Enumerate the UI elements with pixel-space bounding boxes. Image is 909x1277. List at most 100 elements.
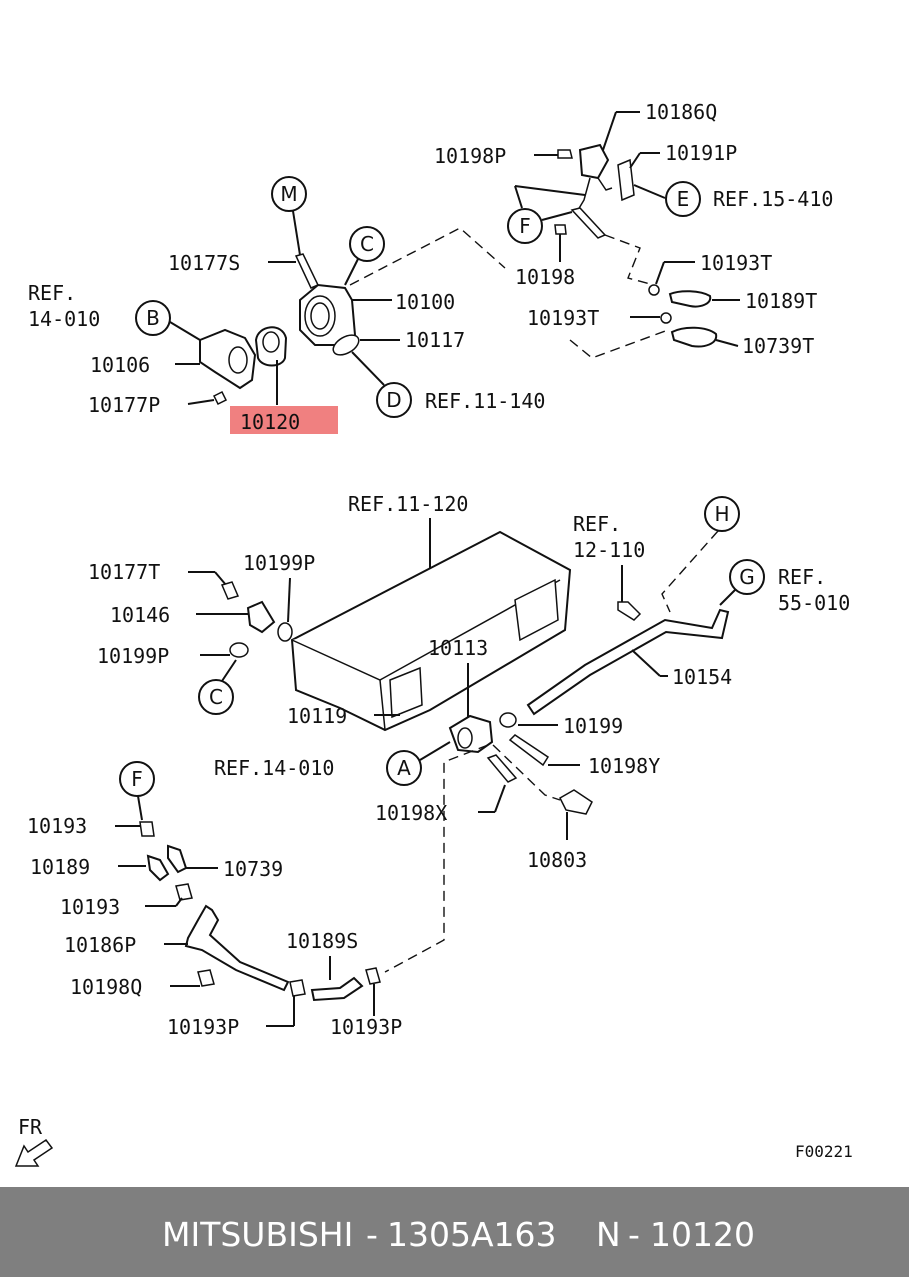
label-ref-12-110-a: REF. [573,512,621,536]
part-10739[interactable] [167,844,188,874]
part-10199[interactable] [499,712,517,728]
part-10199P-b[interactable] [229,642,249,658]
part-10193T-a[interactable] [648,284,660,296]
label-10739: 10739 [223,857,283,881]
part-10177S[interactable] [294,253,320,289]
part-10193P-a[interactable] [289,979,306,997]
part-10117[interactable] [330,331,362,359]
callout-F-bottom [119,761,155,797]
part-10189[interactable] [146,854,170,882]
part-10177T[interactable] [220,581,240,600]
part-10189S[interactable] [310,976,364,1002]
part-10146[interactable] [246,600,276,634]
svg-text:F: F [131,767,143,791]
label-10119: 10119 [287,704,347,728]
part-hose-top[interactable] [570,207,607,239]
footer-ref-prefix: N [596,1215,621,1254]
fr-indicator: FR [14,1115,54,1167]
part-10154[interactable] [526,608,730,716]
part-10739T[interactable] [670,326,718,348]
label-10106: 10106 [90,353,150,377]
callout-H [704,496,740,532]
label-10177P: 10177P [88,393,160,417]
part-10106[interactable] [199,328,257,390]
label-ref-14-010-top-b: 14-010 [28,307,100,331]
callout-G [729,559,765,595]
callout-E [665,181,701,217]
svg-text:A: A [397,756,411,780]
label-10177S: 10177S [168,251,240,275]
label-10146: 10146 [110,603,170,627]
part-10193-a[interactable] [139,821,155,837]
part-10198X[interactable] [486,754,518,783]
callout-D [376,382,412,418]
svg-text:B: B [146,306,160,330]
part-10186P[interactable] [184,904,290,992]
label-10199P-b: 10199P [97,644,169,668]
label-ref-11-140: REF.11-140 [425,389,545,413]
part-10191P[interactable] [617,158,635,202]
svg-text:H: H [714,502,729,526]
label-10177T: 10177T [88,560,160,584]
label-ref-15-410: REF.15-410 [713,187,833,211]
group-thermostat: M 10177S C 10100 10117 D REF.11-140 REF.… [28,176,545,434]
label-10154: 10154 [672,665,732,689]
footer-separator-1: - [366,1215,378,1254]
label-ref-12-110-b: 12-110 [573,538,645,562]
label-10193T-b: 10193T [527,306,599,330]
svg-text:D: D [386,388,401,412]
part-10198P[interactable] [557,149,573,159]
bolt-ref-12-110 [617,601,642,621]
callout-F-top [507,208,543,244]
label-10193-a: 10193 [27,814,87,838]
label-10186P: 10186P [64,933,136,957]
label-10100: 10100 [395,290,455,314]
highlight-10120 [230,406,338,434]
svg-text:M: M [280,182,297,206]
label-10113: 10113 [428,636,488,660]
part-10177P[interactable] [212,390,228,406]
part-10189T[interactable] [668,290,712,308]
callout-B [135,300,171,336]
svg-text:C: C [209,685,223,709]
part-10198Q[interactable] [197,969,215,987]
label-10120: 10120 [240,410,300,434]
label-10198X: 10198X [375,801,447,825]
group-middle: REF.11-120 REF. 12-110 H G REF. 55-010 1… [88,492,850,973]
label-10117: 10117 [405,328,465,352]
part-10186Q[interactable] [578,143,610,180]
label-10186Q: 10186Q [645,100,717,124]
footer-part-number: 1305A163 [387,1215,557,1254]
svg-text:E: E [677,187,690,211]
group-bottom: F 10193 10189 10739 10193 10186P 10198Q … [27,761,402,1039]
label-fr: FR [18,1115,43,1139]
part-10198Y[interactable] [508,734,550,767]
label-10198: 10198 [515,265,575,289]
label-ref-55-010-a: REF. [778,565,826,589]
label-ref-14-010-top-a: REF. [28,281,76,305]
callout-M [271,176,307,212]
label-10198Q: 10198Q [70,975,142,999]
part-10193-b[interactable] [175,883,193,901]
svg-text:G: G [739,565,755,589]
label-10189T: 10189T [745,289,817,313]
label-10198P: 10198P [434,144,506,168]
footer-ref-number: 10120 [650,1215,755,1254]
label-10189S: 10189S [286,929,358,953]
part-10193T-b[interactable] [660,312,672,324]
label-10198Y: 10198Y [588,754,660,778]
fr-arrow-icon [14,1138,54,1167]
footer-brand: MITSUBISHI [162,1215,354,1254]
part-10803[interactable] [559,789,593,815]
label-10193P-a: 10193P [167,1015,239,1039]
label-10199: 10199 [563,714,623,738]
part-10193P-b[interactable] [365,967,381,985]
callout-C-top [349,226,385,262]
label-10193T-a: 10193T [700,251,772,275]
label-10189: 10189 [30,855,90,879]
parts-diagram: 10186Q 10198P 10191P E REF.15-410 F 1019… [14,100,853,1167]
label-10193-b: 10193 [60,895,120,919]
callout-C-mid [198,679,234,715]
part-10198[interactable] [554,224,567,235]
part-10199P-a[interactable] [277,622,293,642]
